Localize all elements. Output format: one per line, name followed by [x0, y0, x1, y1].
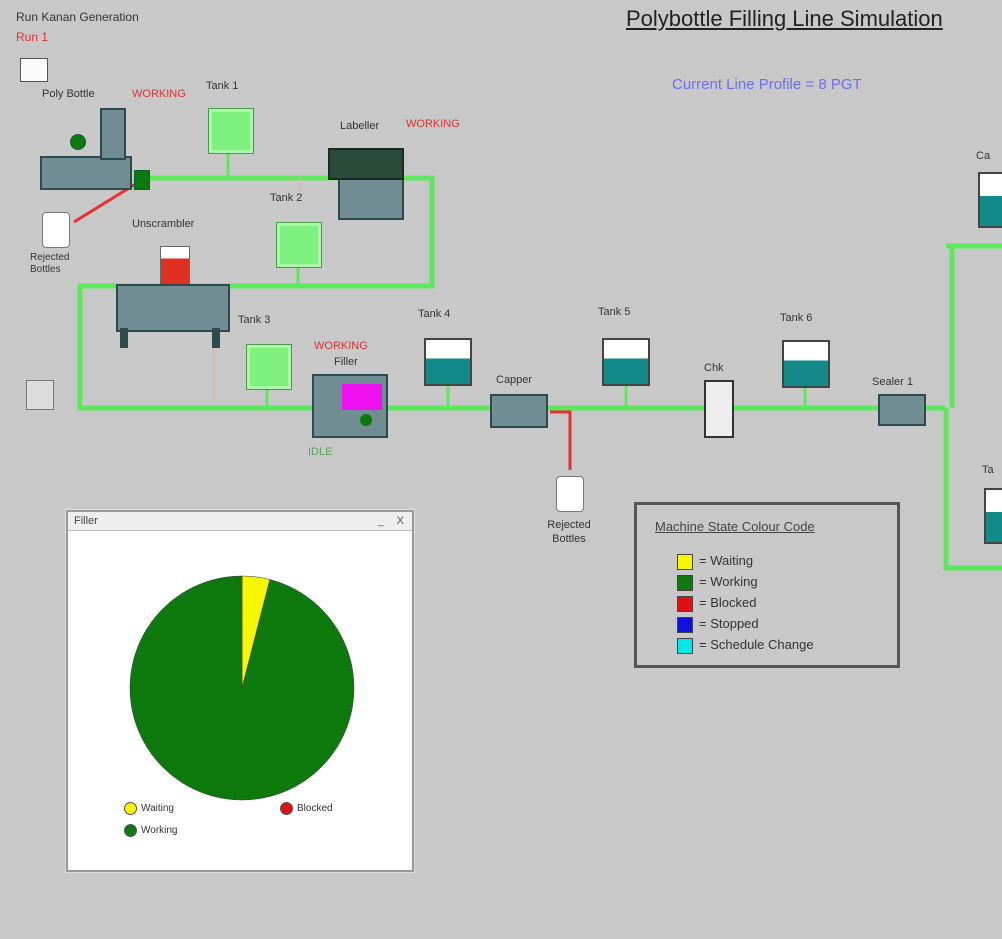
tank2-label: Tank 2: [270, 192, 303, 204]
pie-legend-text: Blocked: [297, 803, 333, 815]
pie-legend-dot: [124, 802, 137, 815]
tank5-label: Tank 5: [598, 306, 631, 318]
close-button[interactable]: X: [396, 515, 404, 527]
run-sub: Run 1: [16, 30, 49, 44]
pie-legend-waiting: Waiting: [124, 802, 174, 815]
tank6-label: Tank 6: [780, 312, 813, 324]
machine-state-legend: Machine State Colour Code = Waiting = Wo…: [634, 502, 900, 668]
legend-item-working: = Working: [677, 574, 758, 591]
tank4-label: Tank 4: [418, 308, 451, 320]
pie-legend-blocked: Blocked: [280, 802, 333, 815]
poly-supply-light: [70, 134, 86, 150]
sealer-machine[interactable]: [878, 394, 926, 426]
filler-note: IDLE: [308, 446, 333, 458]
capper-machine[interactable]: [490, 394, 548, 428]
run-button[interactable]: [20, 58, 48, 82]
legend-swatch: [677, 637, 693, 654]
pie-slice-working: [129, 575, 355, 801]
unscrambler-label: Unscrambler: [132, 218, 195, 230]
tank3-label: Tank 3: [238, 314, 271, 326]
unscrambler-table[interactable]: [116, 284, 230, 332]
legend-swatch: [677, 595, 693, 612]
minimize-button[interactable]: _: [377, 515, 384, 527]
legend-item-schedule: = Schedule Change: [677, 637, 814, 654]
unscrambler-tank[interactable]: [160, 246, 190, 286]
labeller-head[interactable]: [328, 148, 404, 180]
far-right-top-tank[interactable]: [978, 172, 1002, 228]
far-right-bottom-label: Ta: [982, 464, 994, 476]
window-titlebar[interactable]: Filler _ X: [68, 512, 412, 531]
tank6[interactable]: [782, 340, 830, 388]
labeller-status: WORKING: [406, 118, 460, 130]
far-right-top-label: Ca: [976, 150, 991, 162]
reject-bottom-label: Rejected Bottles: [547, 519, 591, 545]
poly-supply-hopper[interactable]: [100, 108, 126, 160]
poly-supply-valve[interactable]: [134, 170, 150, 190]
reject-bin-top[interactable]: [42, 212, 70, 248]
tank3[interactable]: [246, 344, 292, 390]
labeller-label: Labeller: [340, 120, 380, 132]
checkweigher-label: Chk: [704, 362, 724, 374]
poly-supply-machine[interactable]: [40, 156, 132, 190]
page-title: Polybottle Filling Line Simulation: [626, 6, 943, 31]
line-profile: Current Line Profile = 8 PGT: [672, 76, 862, 93]
tank1[interactable]: [208, 108, 254, 154]
far-right-bottom-tank[interactable]: [984, 488, 1002, 544]
checkweigher-machine[interactable]: [704, 380, 734, 438]
tank5[interactable]: [602, 338, 650, 386]
bin-icon[interactable]: [26, 380, 54, 410]
legend-item-waiting: = Waiting: [677, 553, 753, 570]
tank1-label: Tank 1: [206, 80, 239, 92]
sealer-label: Sealer 1: [872, 376, 913, 388]
reject-bin-bottom[interactable]: [556, 476, 584, 512]
tank4[interactable]: [424, 338, 472, 386]
poly-supply-status: WORKING: [132, 88, 186, 100]
unscrambler-leg-left: [120, 328, 128, 348]
window-title: Filler: [74, 515, 98, 527]
filler-status: WORKING: [314, 340, 368, 352]
pipe-right: [943, 408, 1002, 571]
filler-label: Filler: [334, 356, 358, 368]
legend-label: = Schedule Change: [699, 637, 814, 652]
pie-chart: [129, 575, 355, 801]
filler-active-block: [342, 384, 382, 410]
filler-light: [360, 414, 372, 426]
pie-legend-dot: [280, 802, 293, 815]
legend-label: = Working: [699, 574, 758, 589]
legend-title: Machine State Colour Code: [655, 519, 815, 534]
legend-label: = Stopped: [699, 616, 759, 631]
run-label: Run Kanan Generation: [16, 10, 139, 24]
pie-legend-text: Waiting: [141, 803, 174, 815]
poly-supply-label: Poly Bottle: [42, 88, 95, 100]
pie-legend-text: Working: [141, 825, 178, 837]
tank2[interactable]: [276, 222, 322, 268]
pie-legend-working: Working: [124, 824, 178, 837]
unscrambler-leg-right: [212, 328, 220, 348]
legend-item-blocked: = Blocked: [677, 595, 756, 612]
capper-label: Capper: [496, 374, 533, 386]
legend-swatch: [677, 553, 693, 570]
reject-line-bottom: [550, 410, 572, 470]
legend-label: = Waiting: [699, 553, 754, 568]
legend-swatch: [677, 574, 693, 591]
reject-top-label: Rejected Bottles: [30, 252, 70, 275]
filler-stats-window[interactable]: Filler _ X Waiting Blocked Working: [66, 510, 414, 872]
legend-item-stopped: = Stopped: [677, 616, 759, 633]
legend-swatch: [677, 616, 693, 633]
pie-legend-dot: [124, 824, 137, 837]
legend-label: = Blocked: [699, 595, 757, 610]
